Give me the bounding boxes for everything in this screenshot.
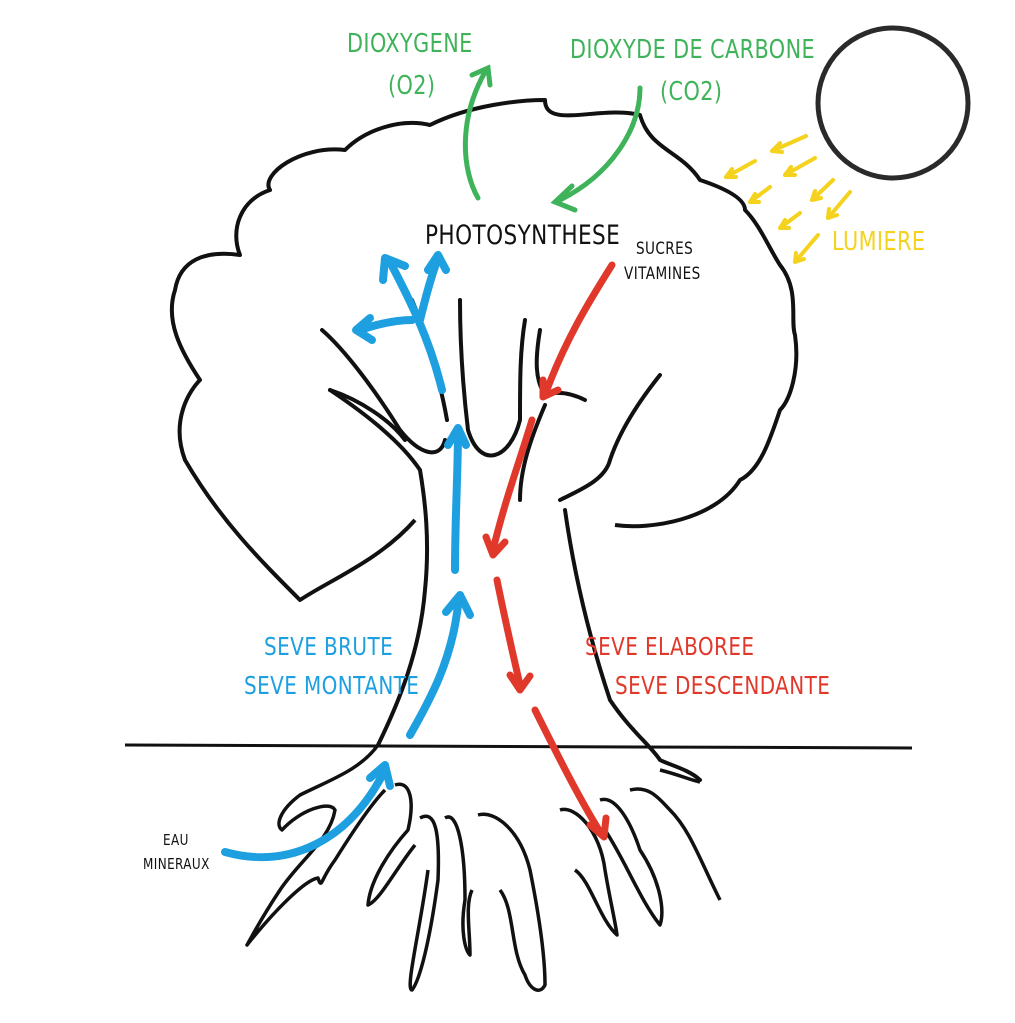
sun-icon — [815, 25, 971, 181]
o2-arrow-head — [469, 64, 493, 88]
canopy-outline — [169, 98, 799, 602]
ground-line — [124, 743, 913, 750]
dioxyde-formula: (CO2) — [660, 77, 723, 107]
seve-montante-label: SEVE MONTANTE — [244, 671, 420, 700]
seve-descendante-label: SEVE DESCENDANTE — [615, 671, 831, 700]
trunk-outline — [320, 298, 702, 782]
roots-outline — [245, 743, 722, 992]
light-rays-icon — [724, 134, 852, 264]
vitamines-label: VITAMINES — [624, 264, 701, 284]
photosynthese-label: PHOTOSYNTHESE — [425, 220, 621, 251]
dioxygene-formula: (O2) — [388, 71, 436, 101]
dioxygene-label: DIOXYGENE — [347, 29, 473, 59]
dioxyde-label: DIOXYDE DE CARBONE — [570, 35, 816, 65]
co2-arrow-head — [550, 183, 578, 213]
lumiere-label: LUMIERE — [832, 227, 926, 257]
sucres-label: SUCRES — [636, 239, 694, 259]
mineraux-label: MINERAUX — [143, 855, 210, 873]
o2-arrow — [462, 69, 488, 201]
elaborated-sap-arrows — [482, 261, 616, 841]
raw-sap-arrows — [221, 251, 474, 862]
co2-arrow — [557, 85, 643, 203]
seve-brute-label: SEVE BRUTE — [264, 632, 394, 661]
eau-label: EAU — [163, 831, 189, 849]
seve-elaboree-label: SEVE ELABOREE — [585, 632, 755, 661]
